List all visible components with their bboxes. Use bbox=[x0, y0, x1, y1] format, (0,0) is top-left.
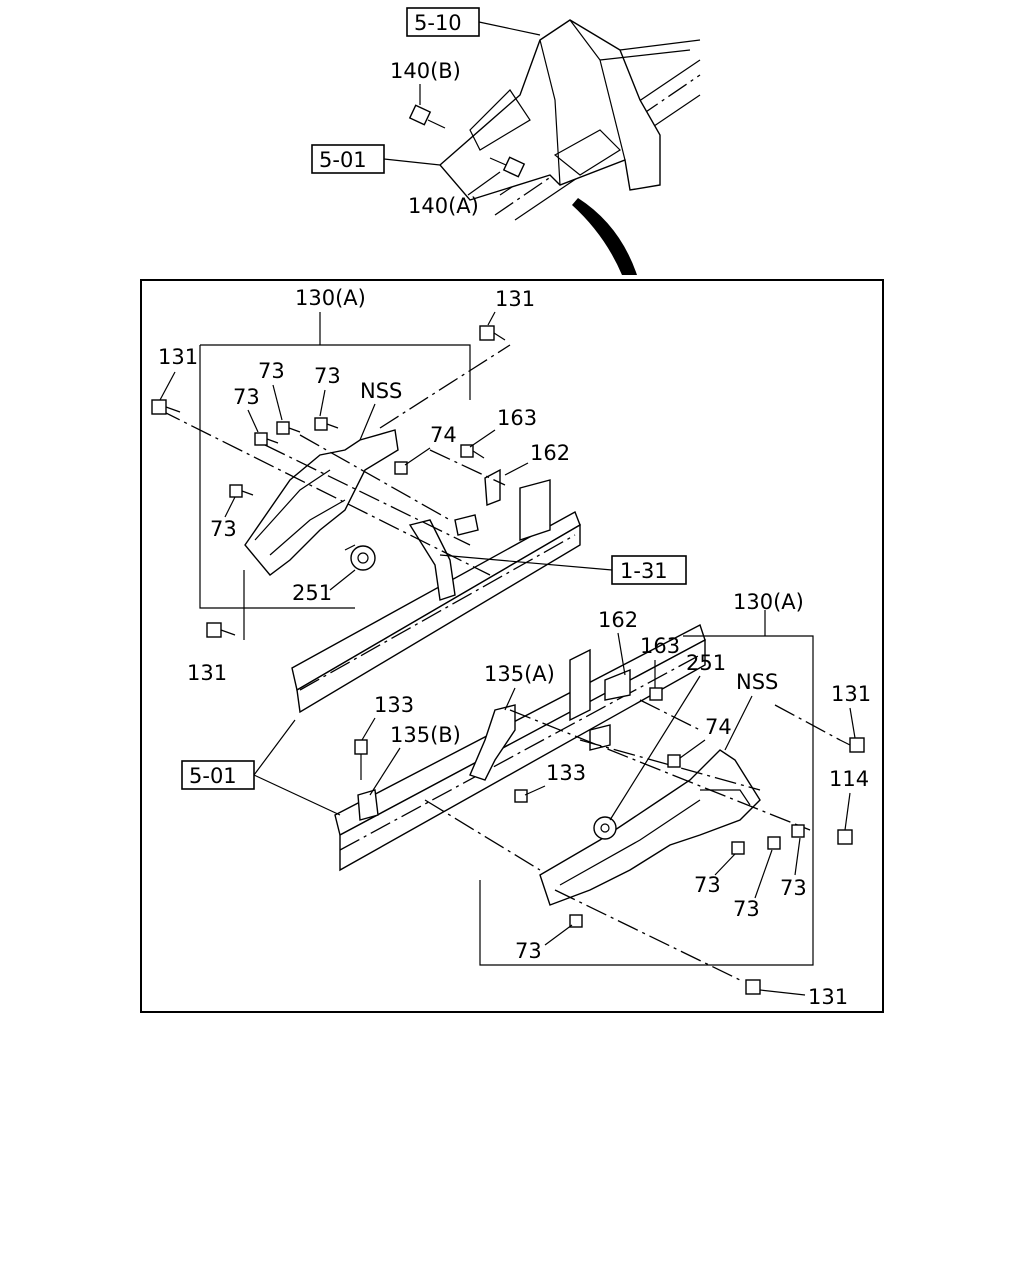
label-right-131-bottom: 131 bbox=[808, 985, 848, 1009]
bolt-133-icon bbox=[354, 739, 368, 780]
bolt-131-icon bbox=[839, 737, 865, 753]
bolt-114-icon bbox=[837, 829, 853, 845]
label-right-163: 163 bbox=[640, 634, 680, 658]
ref-box-5-01 bbox=[181, 760, 255, 790]
bolt-133-icon bbox=[514, 789, 528, 803]
screw-73-icon bbox=[767, 836, 781, 850]
label-left-73-b: 73 bbox=[314, 364, 341, 388]
ref-box-5-01-top-label: 5-01 bbox=[319, 148, 367, 172]
label-right-135a: 135(A) bbox=[484, 662, 555, 686]
bolt-131-icon bbox=[206, 622, 236, 638]
screw-73-icon bbox=[731, 841, 745, 855]
label-left-163: 163 bbox=[497, 406, 537, 430]
stay-135a bbox=[469, 704, 516, 781]
bolt-131-icon bbox=[745, 979, 761, 995]
screw-73-icon bbox=[254, 432, 279, 446]
screw-73-icon bbox=[791, 824, 805, 838]
label-right-73-b: 73 bbox=[733, 897, 760, 921]
nut-74-icon bbox=[394, 461, 408, 475]
nut-74-icon bbox=[667, 754, 681, 768]
screw-73-icon bbox=[314, 417, 339, 431]
cab-frame bbox=[439, 19, 661, 201]
right-bracket-130a bbox=[539, 749, 761, 906]
ref-box-1-31-label: 1-31 bbox=[620, 559, 668, 583]
label-right-130a: 130(A) bbox=[733, 590, 804, 614]
label-right-nss: NSS bbox=[736, 670, 778, 694]
label-left-131-top: 131 bbox=[495, 287, 535, 311]
bolt-140b-icon bbox=[408, 104, 446, 129]
screw-73-icon bbox=[569, 914, 583, 928]
ref-box-5-01-top bbox=[311, 144, 385, 174]
right-group: 130(A) 162 163 251 NSS 74 135(A) 131 133… bbox=[354, 590, 871, 1009]
frame-ref: 5-01 bbox=[181, 719, 341, 816]
stay-135b bbox=[357, 789, 379, 821]
label-right-251: 251 bbox=[686, 651, 726, 675]
screw-73-icon bbox=[276, 421, 301, 435]
label-left-162: 162 bbox=[530, 441, 570, 465]
detail-frame bbox=[140, 279, 884, 1013]
label-right-73-a: 73 bbox=[694, 873, 721, 897]
label-left-131-bottom: 131 bbox=[187, 661, 227, 685]
screw-73-icon bbox=[229, 484, 254, 498]
label-right-133-mid: 133 bbox=[546, 761, 586, 785]
bolt-131-icon bbox=[151, 399, 181, 415]
bolt-131-icon bbox=[479, 325, 506, 341]
label-left-73-a: 73 bbox=[258, 359, 285, 383]
label-right-114: 114 bbox=[829, 767, 869, 791]
top-inset: 5-10 140(B) 5-01 140(A) bbox=[311, 7, 701, 275]
bolt-163-icon bbox=[460, 444, 485, 459]
ref-box-5-10 bbox=[406, 7, 480, 37]
label-left-nss: NSS bbox=[360, 379, 402, 403]
detail-arrow bbox=[572, 198, 637, 275]
label-right-73-d: 73 bbox=[515, 939, 542, 963]
label-right-135b: 135(B) bbox=[390, 723, 461, 747]
label-left-73-c: 73 bbox=[233, 385, 260, 409]
bolt-140a-icon bbox=[489, 156, 526, 178]
ref-box-5-10-label: 5-10 bbox=[414, 11, 462, 35]
left-bracket-130a bbox=[244, 429, 399, 576]
clip-251-icon bbox=[593, 816, 617, 840]
bolt-163-icon bbox=[649, 687, 663, 701]
ref-box-5-01-label: 5-01 bbox=[189, 764, 237, 788]
label-left-74: 74 bbox=[430, 423, 457, 447]
label-left-130a: 130(A) bbox=[295, 286, 366, 310]
left-stay bbox=[408, 519, 456, 601]
label-140b: 140(B) bbox=[390, 59, 461, 83]
label-right-74: 74 bbox=[705, 715, 732, 739]
label-right-131-top: 131 bbox=[831, 682, 871, 706]
label-right-73-c: 73 bbox=[780, 876, 807, 900]
label-140a: 140(A) bbox=[408, 194, 479, 218]
left-group: 130(A) 131 131 73 73 NSS 73 74 163 162 7… bbox=[151, 286, 687, 685]
label-right-133-top: 133 bbox=[374, 693, 414, 717]
label-right-162: 162 bbox=[598, 608, 638, 632]
label-left-73-d: 73 bbox=[210, 517, 237, 541]
clip-251-icon bbox=[344, 544, 376, 571]
label-left-251: 251 bbox=[292, 581, 332, 605]
label-left-131-side: 131 bbox=[158, 345, 198, 369]
